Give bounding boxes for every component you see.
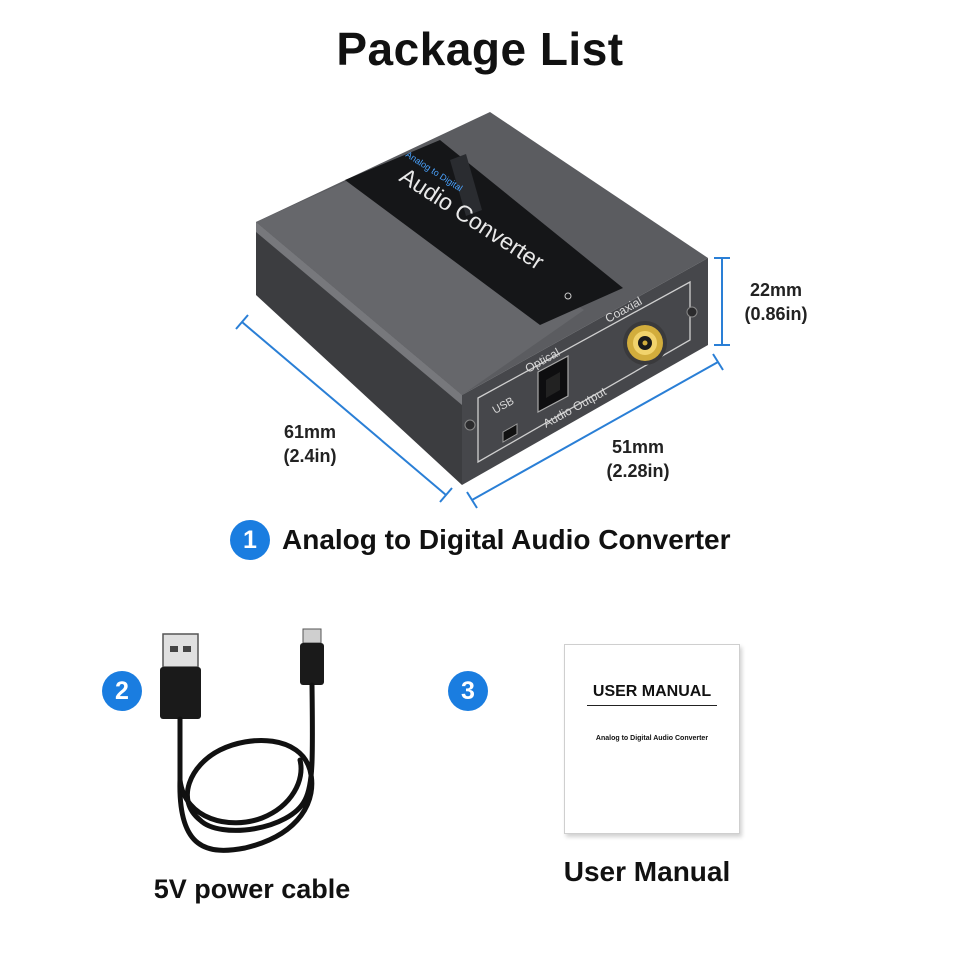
power-cable-image [160,628,324,853]
device-label-panel [345,140,623,325]
usb-a-housing [160,667,201,719]
item-label-manual: User Manual [563,856,731,887]
item-label-converter: Analog to Digital Audio Converter [282,524,731,555]
item-number-badge: 3 [448,671,488,711]
height-mm: 22mm [749,280,803,300]
item-number-badge: 2 [102,671,142,711]
user-manual-booklet: USER MANUAL Analog to Digital Audio Conv… [564,644,740,834]
manual-divider [587,705,717,706]
device-side-face [256,222,462,485]
width-in: (2.28in) [606,461,670,481]
depth-mm: 61mm [283,422,337,442]
page-title: Package List [336,23,624,75]
item-number-badge: 1 [230,520,270,560]
device-port-panel [462,258,708,485]
depth-dimension: 61mm (2.4in) [260,420,360,468]
converter-device-image: Audio Converter Analog to Digital USB Op… [256,112,708,485]
usb-port [502,423,518,443]
micro-usb-connector [302,628,322,644]
screw-icon [686,306,698,318]
item-label-cable: 5V power cable [153,874,351,904]
micro-usb-housing [300,643,324,685]
manual-title: USER MANUAL [592,683,712,700]
height-dimension: 22mm (0.86in) [726,278,826,326]
width-dimension: 51mm (2.28in) [588,435,688,483]
manual-subtitle: Analog to Digital Audio Converter [595,735,709,742]
height-in: (0.86in) [744,304,808,324]
usb-a-connector [162,633,199,668]
width-mm: 51mm [611,437,665,457]
depth-in: (2.4in) [283,446,337,466]
screw-icon [464,419,476,431]
